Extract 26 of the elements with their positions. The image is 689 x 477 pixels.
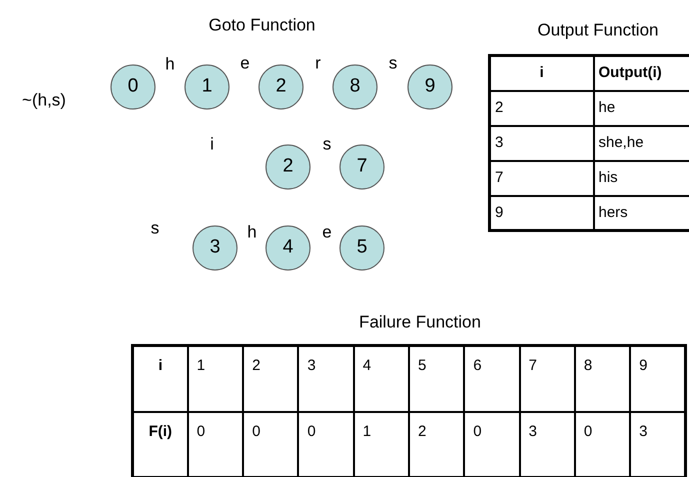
transition-label: s	[150, 220, 160, 236]
table-cell: 2	[243, 346, 298, 412]
table-cell: 7	[520, 346, 575, 412]
transition-label: e	[240, 54, 250, 72]
section-title: Goto Function	[208, 16, 316, 34]
table-cell: 6	[464, 346, 520, 412]
transition-label: r	[315, 54, 321, 72]
transition-label: ~(h,s)	[22, 92, 66, 108]
transition-label: s	[388, 54, 398, 72]
table-cell: i	[132, 346, 188, 412]
table-cell: 8	[574, 346, 630, 412]
table-cell: 4	[354, 346, 409, 412]
table-cell: 2	[490, 90, 594, 126]
transition-label: h	[165, 56, 175, 72]
table-cell: 1	[188, 346, 244, 412]
transition-label: e	[322, 224, 332, 240]
transition-label: h	[247, 224, 257, 240]
table-cell: 3	[298, 346, 354, 412]
transition-label: i	[210, 136, 214, 152]
transition-label: s	[322, 136, 332, 152]
table-cell: i	[490, 56, 594, 90]
section-title: Output Function	[538, 22, 658, 38]
table-cell: 5	[408, 346, 464, 412]
section-title: Failure Function	[359, 314, 481, 330]
table-cell: 3	[490, 126, 594, 160]
table-cell: 7	[490, 160, 594, 196]
